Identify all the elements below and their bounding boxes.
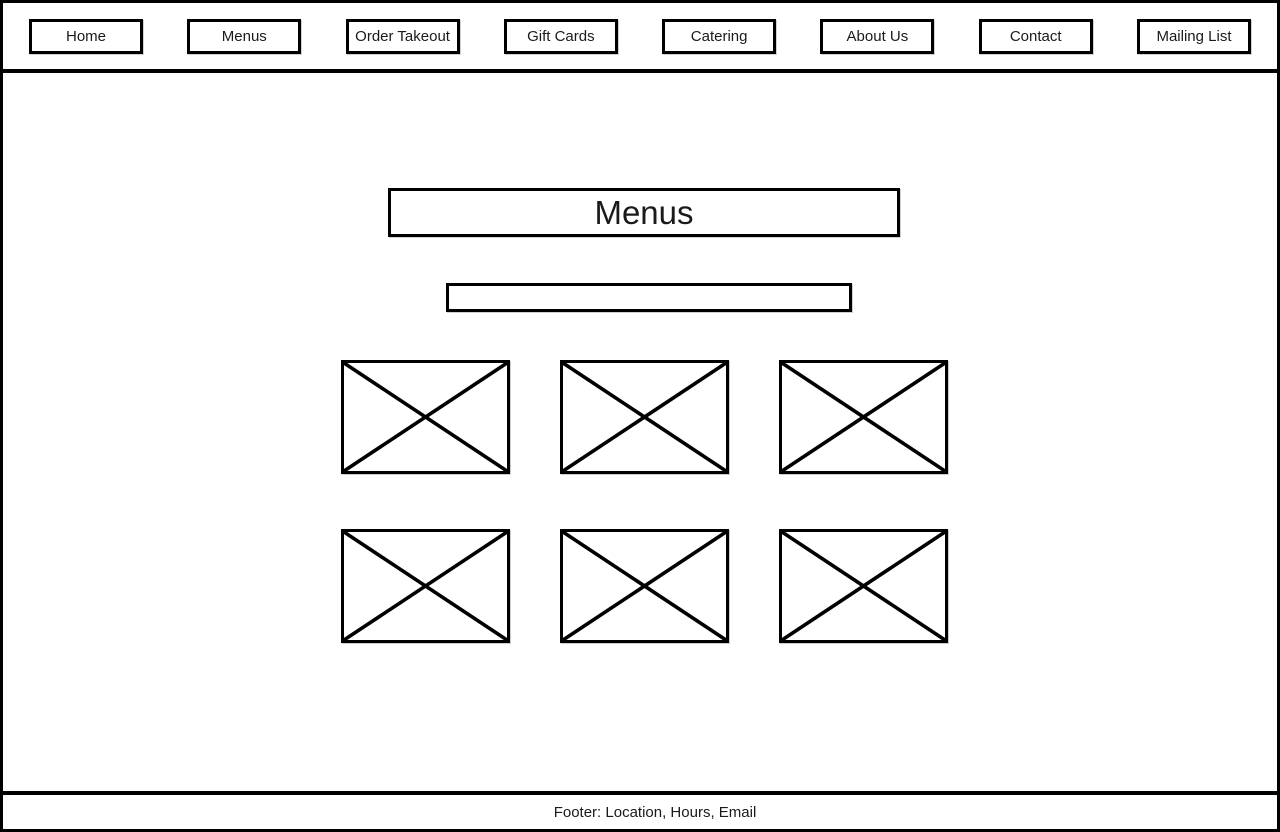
nav-button-home[interactable]: Home	[29, 18, 143, 54]
image-x-icon	[344, 363, 507, 471]
menu-image-grid	[341, 360, 948, 643]
image-x-icon	[563, 363, 726, 471]
nav-button-order-takeout[interactable]: Order Takeout	[345, 18, 460, 54]
image-placeholder-6[interactable]	[779, 529, 948, 643]
nav-button-gift-cards[interactable]: Gift Cards	[503, 18, 618, 54]
nav-bar: Home Menus Order Takeout Gift Cards Cate…	[3, 3, 1277, 73]
image-x-icon	[782, 532, 945, 640]
image-placeholder-3[interactable]	[779, 360, 948, 474]
image-placeholder-5[interactable]	[560, 529, 729, 643]
image-placeholder-2[interactable]	[560, 360, 729, 474]
image-x-icon	[782, 363, 945, 471]
subtitle-text-input[interactable]	[446, 283, 852, 312]
image-placeholder-1[interactable]	[341, 360, 510, 474]
image-x-icon	[344, 532, 507, 640]
nav-button-menus[interactable]: Menus	[187, 18, 302, 54]
footer: Footer: Location, Hours, Email	[3, 791, 1277, 829]
nav-button-contact[interactable]: Contact	[978, 18, 1093, 54]
footer-text: Footer: Location, Hours, Email	[553, 803, 757, 821]
image-x-icon	[563, 532, 726, 640]
nav-button-catering[interactable]: Catering	[662, 18, 777, 54]
page-title: Menus	[388, 188, 900, 237]
nav-button-mailing-list[interactable]: Mailing List	[1136, 18, 1251, 54]
image-placeholder-4[interactable]	[341, 529, 510, 643]
nav-button-about-us[interactable]: About Us	[820, 18, 935, 54]
